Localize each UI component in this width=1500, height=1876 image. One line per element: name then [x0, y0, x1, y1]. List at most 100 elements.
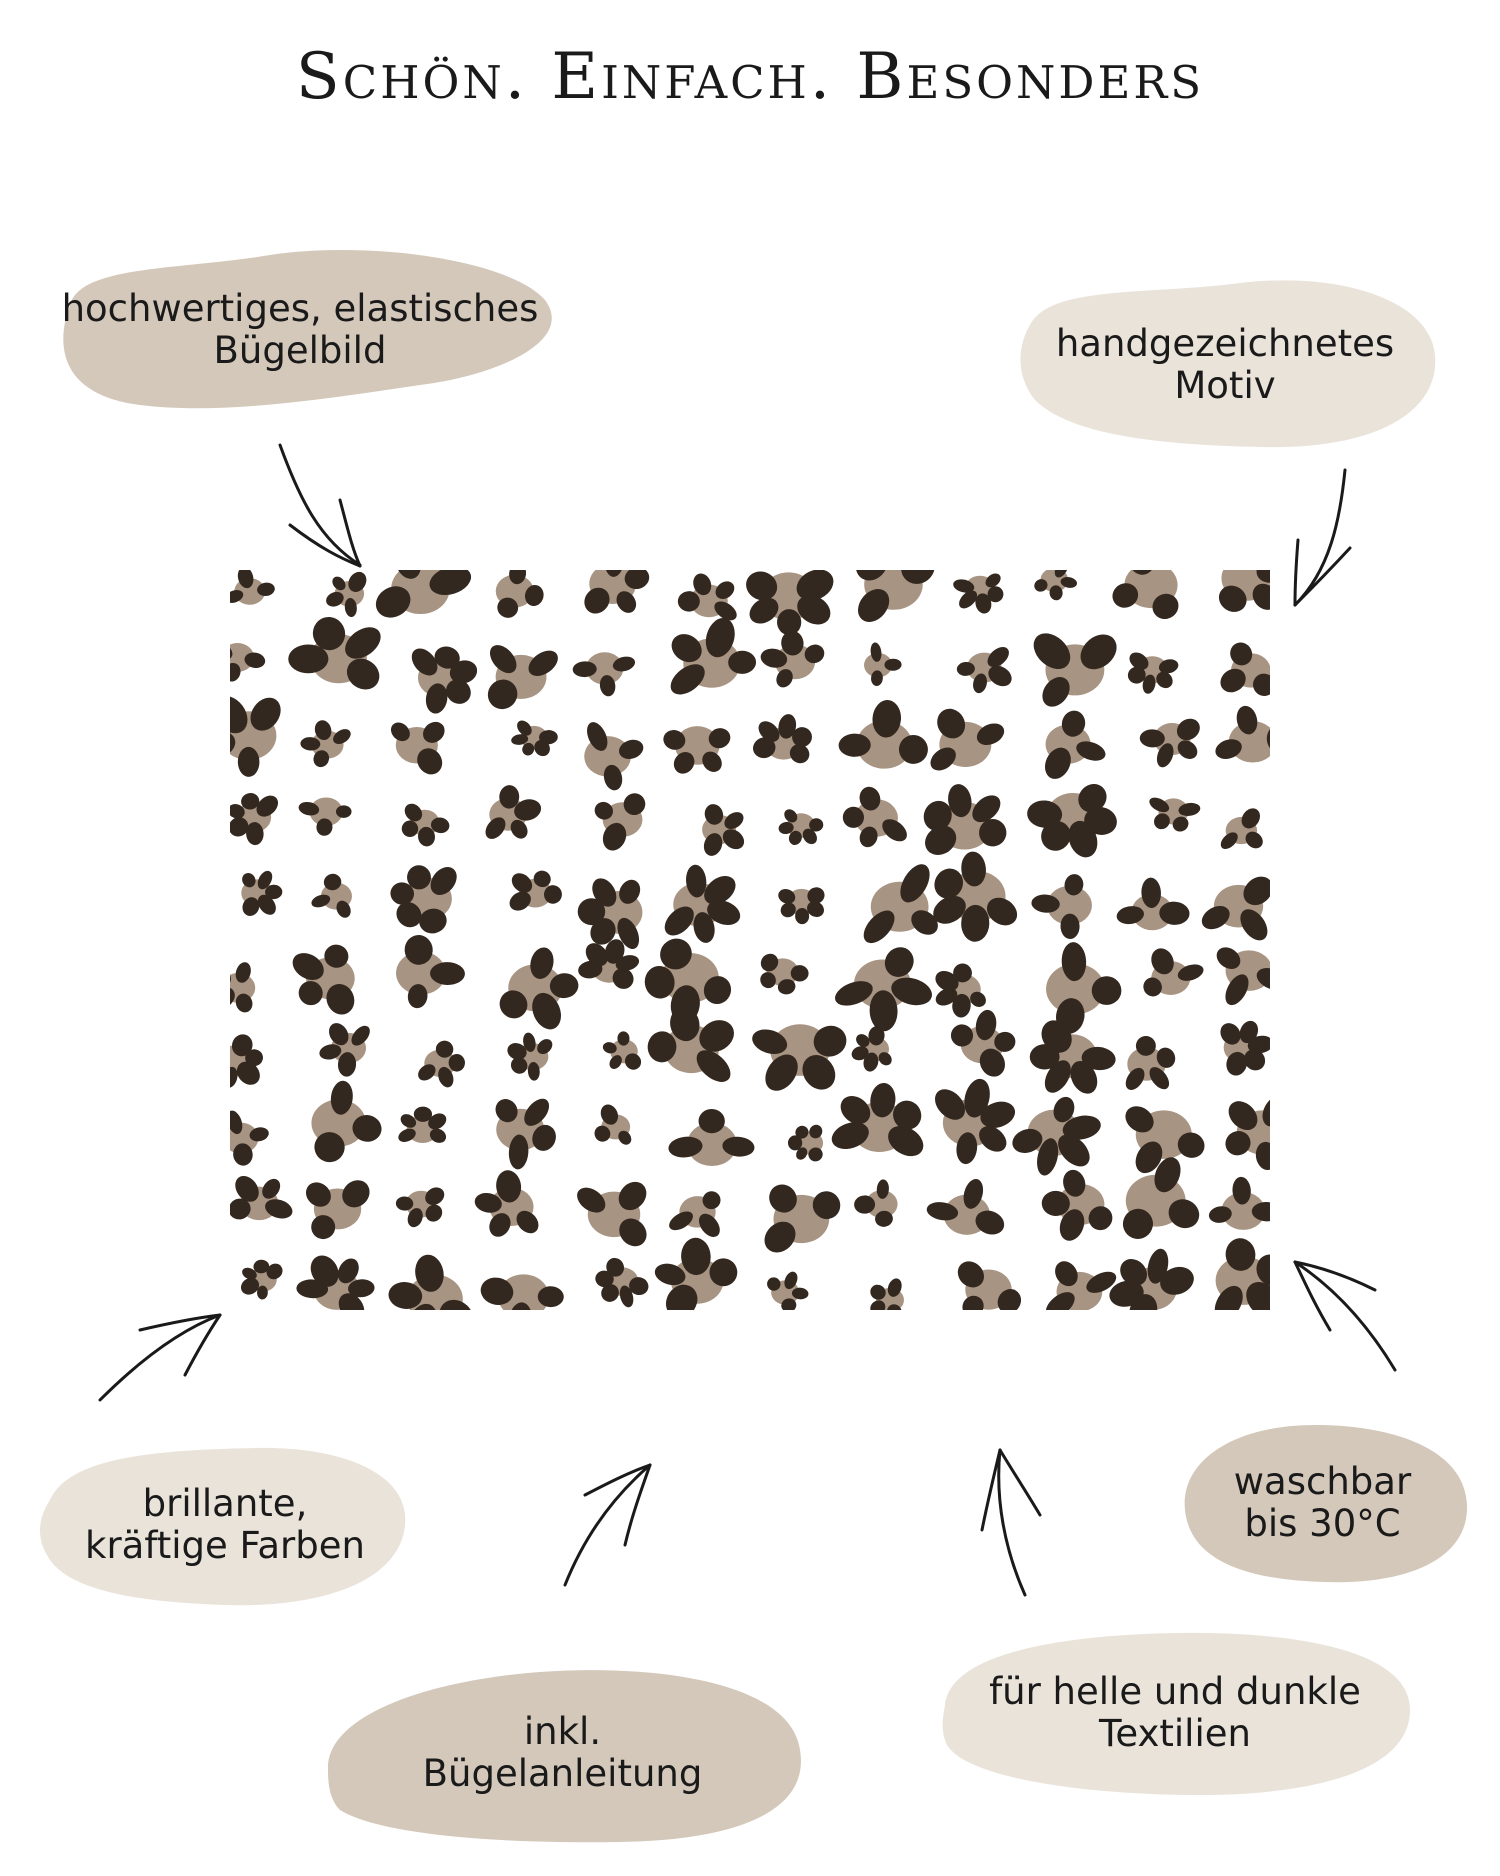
leopard-spot — [495, 1098, 556, 1170]
leopard-spot — [1220, 1020, 1270, 1076]
leopard-spot — [1116, 877, 1190, 931]
leopard-spot — [485, 785, 542, 839]
leopard-spot — [594, 1104, 632, 1145]
leopard-spot — [1143, 948, 1204, 997]
leopard-spot — [1125, 1106, 1205, 1174]
leopard-spot — [669, 1191, 721, 1237]
leopard-spot — [1220, 642, 1270, 696]
leopard-spot — [787, 1124, 824, 1162]
leopard-spot — [1031, 874, 1092, 940]
leopard-spot — [778, 887, 825, 925]
leopard-spot — [480, 1274, 564, 1310]
leopard-spot — [668, 1108, 755, 1167]
leopard-spot — [851, 1026, 892, 1072]
leopard-spot — [584, 570, 650, 614]
bubble-text-line1: waschbar — [1233, 1459, 1412, 1503]
leopard-spot — [474, 1170, 539, 1237]
leopard-spot — [396, 935, 465, 1009]
leopard-spot — [487, 645, 558, 710]
leopard-spot — [390, 865, 457, 934]
leopard-spot — [677, 573, 737, 621]
feature-bubble-colors: brillante, kräftige Farben — [35, 1440, 415, 1610]
leopard-spot — [1214, 1238, 1270, 1310]
leopard-spot — [767, 1271, 809, 1310]
leopard-spot — [746, 570, 834, 636]
leopard-spot — [495, 570, 544, 618]
leopard-spot — [1044, 710, 1106, 779]
leopard-spot — [870, 1278, 904, 1310]
arrow-bottom-right-icon — [980, 1448, 1042, 1597]
bubble-text-line1: für helle und dunkle — [989, 1669, 1361, 1713]
arrow-bottom-left-icon — [563, 1463, 652, 1587]
feature-bubble-elastic: hochwertiges, elastisches Bügelbild — [40, 245, 560, 415]
leopard-spot — [602, 1031, 642, 1070]
leopard-spot — [670, 617, 757, 695]
leopard-spot — [1139, 718, 1200, 768]
leopard-spot — [388, 1254, 474, 1310]
leopard-spot — [663, 726, 731, 774]
leopard-spot — [230, 1110, 269, 1166]
leopard-spot — [1046, 942, 1122, 1034]
feature-bubble-instructions: inkl. Bügelanleitung — [320, 1660, 805, 1845]
leopard-spot — [584, 722, 644, 791]
leopard-spot — [930, 708, 1005, 771]
leopard-spot — [926, 1178, 1005, 1235]
leopard-spot — [230, 642, 266, 682]
bubble-text-line1: hochwertiges, elastisches — [61, 287, 539, 330]
leopard-pattern-image — [230, 570, 1270, 1310]
leopard-spot — [230, 695, 281, 777]
leopard-spot — [241, 870, 283, 916]
leopard-spot — [300, 720, 351, 768]
feature-bubble-textiles: für helle und dunkle Textilien — [935, 1625, 1415, 1800]
bubble-text-line2: Textilien — [1099, 1711, 1251, 1755]
leopard-spot — [499, 947, 579, 1030]
leopard-spot — [854, 1179, 898, 1227]
leopard-spot — [956, 647, 1012, 694]
leopard-spot — [760, 953, 809, 995]
leopard-spot — [1208, 1176, 1270, 1230]
arrow-top-right-icon — [1293, 468, 1352, 607]
bubble-text-line2: Bügelanleitung — [422, 1751, 703, 1795]
leopard-spot — [1034, 570, 1077, 601]
leopard-spot — [572, 652, 636, 697]
leopard-spot — [1029, 1020, 1116, 1094]
bubble-text-line2: Bügelbild — [213, 329, 387, 372]
leopard-spot — [311, 873, 352, 918]
leopard-spot — [240, 1259, 283, 1300]
leopard-spot — [395, 1187, 445, 1228]
bubble-text-line2: bis 30°C — [1244, 1501, 1401, 1545]
bubble-text-line1: inkl. — [523, 1709, 602, 1753]
leopard-spot — [375, 570, 472, 618]
leopard-spot — [1112, 570, 1179, 620]
arrow-right-icon — [1293, 1260, 1397, 1372]
arrow-left-icon — [98, 1313, 222, 1402]
leopard-spot — [577, 1181, 647, 1247]
leopard-spot — [1216, 947, 1270, 1006]
leopard-spot — [1125, 1036, 1176, 1090]
leopard-spot — [864, 642, 902, 687]
bubble-text-line2: Motiv — [1174, 364, 1276, 407]
leopard-spot — [760, 630, 825, 688]
page-title: Schön. Einfach. Besonders — [295, 40, 1205, 114]
leopard-spot — [230, 1034, 263, 1088]
leopard-spot — [1122, 1157, 1200, 1239]
leopard-spot — [834, 947, 932, 1032]
leopard-spot — [1127, 652, 1179, 694]
leopard-spot — [923, 784, 1007, 855]
leopard-spot — [595, 1257, 649, 1308]
leopard-spot — [702, 804, 745, 856]
feature-bubble-handdrawn: handgezeichnetes Motiv — [1010, 275, 1440, 455]
leopard-spot — [1218, 570, 1270, 612]
leopard-spot — [594, 793, 646, 851]
leopard-spot — [292, 944, 355, 1015]
leopard-spot — [578, 939, 640, 989]
leopard-spot — [311, 1080, 382, 1163]
leopard-spot — [509, 870, 562, 911]
leopard-spot — [953, 573, 1004, 614]
leopard-spot — [1041, 1169, 1113, 1241]
leopard-spot — [753, 714, 812, 764]
leopard-spot — [411, 646, 478, 714]
leopard-spot — [647, 1006, 734, 1082]
leopard-spot — [831, 1082, 924, 1157]
leopard-spot — [398, 1106, 447, 1144]
